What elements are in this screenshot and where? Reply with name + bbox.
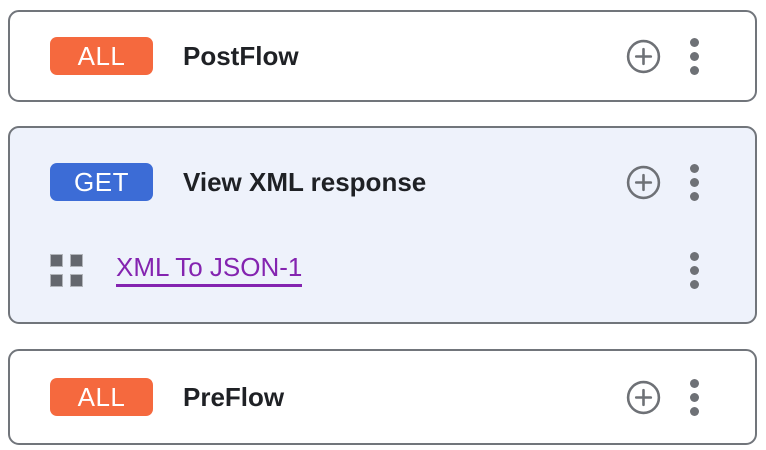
kebab-icon (690, 378, 699, 388)
card-actions (626, 162, 701, 203)
drag-handle-icon[interactable] (50, 253, 83, 287)
add-step-button[interactable] (626, 165, 661, 200)
card-actions (626, 36, 701, 77)
kebab-icon (690, 163, 699, 173)
more-options-button[interactable] (688, 162, 701, 203)
policy-link-xml-to-json[interactable]: XML To JSON-1 (116, 253, 303, 288)
kebab-icon (690, 251, 699, 261)
more-options-button[interactable] (688, 377, 701, 418)
card-actions (626, 377, 701, 418)
method-badge-get: GET (50, 163, 153, 201)
flow-card-postflow[interactable]: ALL PostFlow (8, 10, 757, 102)
plus-circle-icon (626, 165, 661, 199)
kebab-icon (690, 37, 699, 47)
more-options-button[interactable] (688, 36, 701, 77)
flow-card-preflow[interactable]: ALL PreFlow (8, 349, 757, 445)
method-badge-all: ALL (50, 37, 153, 75)
policy-actions (688, 250, 701, 291)
policy-row: XML To JSON-1 (50, 250, 701, 290)
flow-title-postflow: PostFlow (183, 40, 299, 71)
flow-header-row: GET View XML response (50, 162, 701, 202)
flow-title-preflow: PreFlow (183, 381, 285, 412)
plus-circle-icon (626, 39, 661, 73)
method-badge-all: ALL (50, 378, 153, 416)
policy-more-options-button[interactable] (688, 250, 701, 291)
plus-circle-icon (626, 380, 661, 414)
flow-title-view-xml-response: View XML response (183, 166, 427, 197)
add-step-button[interactable] (626, 380, 661, 415)
add-step-button[interactable] (626, 39, 661, 74)
flow-card-view-xml-response[interactable]: GET View XML response (8, 126, 757, 324)
